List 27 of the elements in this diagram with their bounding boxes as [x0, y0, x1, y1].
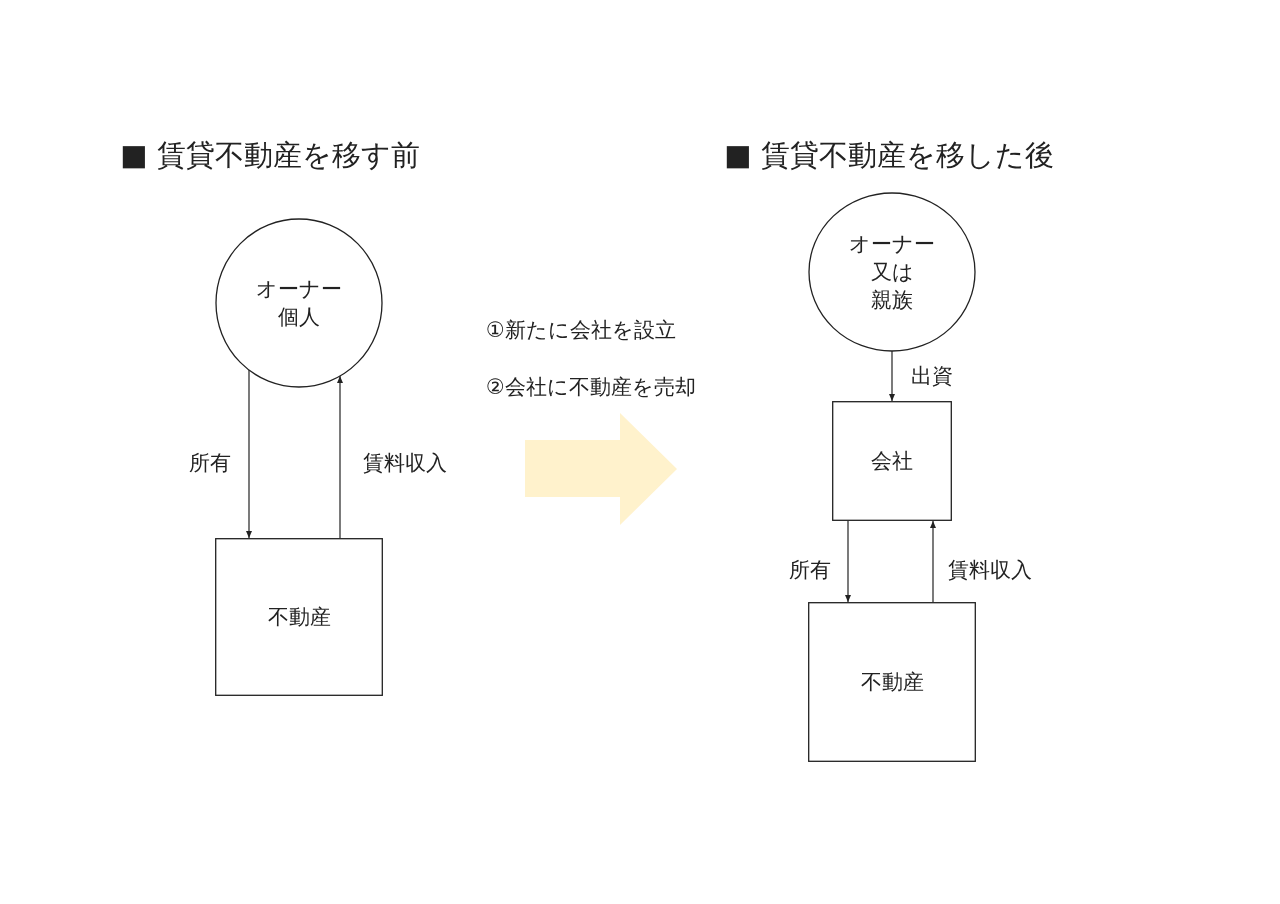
step-text: ①新たに会社を設立	[486, 317, 676, 344]
step-text: ②会社に不動産を売却	[486, 374, 696, 401]
box-node	[215, 538, 383, 696]
circle-node	[215, 218, 383, 388]
arrow	[845, 520, 851, 603]
node-text: 個人	[278, 304, 320, 331]
node-text: 不動産	[860, 669, 924, 696]
edge-label: 所有	[789, 557, 831, 584]
node-text: 親族	[871, 287, 913, 314]
arrow	[930, 520, 936, 603]
node-text: 不動産	[267, 604, 331, 631]
arrow	[246, 369, 252, 539]
node-text: オーナー	[849, 231, 935, 258]
arrow	[337, 375, 343, 539]
edge-label: 賃料収入	[363, 450, 447, 477]
node-text: オーナー	[256, 276, 342, 303]
box-node	[832, 401, 952, 521]
section-heading: ■ 賃貸不動産を移す前	[120, 137, 420, 174]
section-heading: ■ 賃貸不動産を移した後	[724, 137, 1054, 174]
node-text: 又は	[870, 259, 914, 286]
edge-label: 賃料収入	[948, 557, 1032, 584]
edge-label: 所有	[189, 450, 231, 477]
arrow	[889, 350, 895, 402]
box-node	[808, 602, 976, 762]
node-text: 会社	[871, 448, 913, 475]
edge-label: 出資	[911, 363, 953, 390]
circle-node	[808, 192, 976, 352]
